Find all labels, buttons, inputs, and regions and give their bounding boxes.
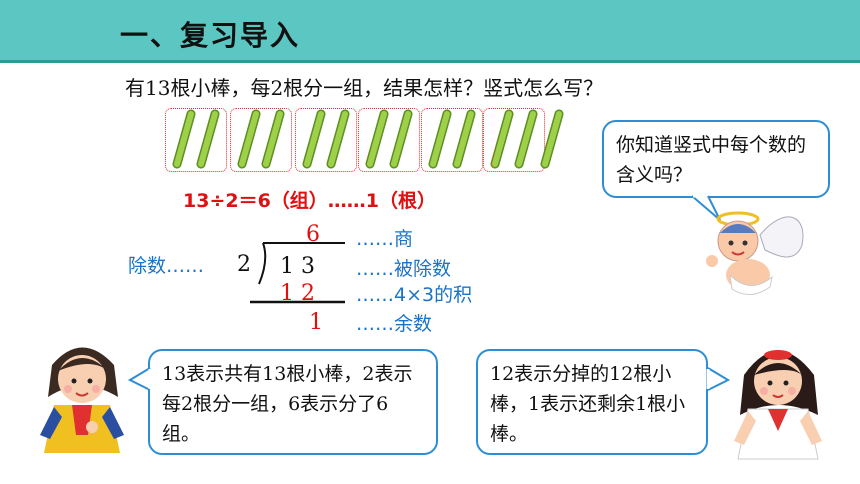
stick: [490, 109, 514, 169]
header-bar: [0, 0, 860, 60]
stick-group: [358, 108, 420, 172]
page-title: 一、复习导入: [120, 19, 301, 52]
bubble-text: 12表示分掉的12根小棒，1表示还剩余1根小棒。: [490, 363, 686, 445]
girl-illustration-right: [734, 350, 822, 460]
stick: [172, 109, 196, 169]
stick: [326, 109, 350, 169]
header-divider: [0, 60, 860, 63]
bubble-text: 13表示共有13根小棒，2表示每2根分一组，6表示分了6组。: [162, 363, 413, 445]
stick: [540, 109, 564, 169]
remainder-label: ……余数: [356, 313, 433, 335]
angel-illustration: [706, 211, 804, 295]
stick: [302, 109, 326, 169]
remainder: 1: [309, 310, 323, 335]
stick-group: [421, 108, 483, 172]
quotient-label: ……商: [356, 228, 414, 250]
speech-bubble-left: 13表示共有13根小棒，2表示每2根分一组，6表示分了6组。: [148, 349, 438, 455]
stick: [389, 109, 413, 169]
quotient: 6: [306, 222, 320, 247]
speech-bubble-right: 12表示分掉的12根小棒，1表示还剩余1根小棒。: [476, 349, 708, 455]
bubble-tail: [706, 367, 730, 391]
dividend: 1 3: [280, 254, 315, 279]
stick-group: [230, 108, 292, 172]
divisor: 2: [237, 252, 251, 277]
stick: [452, 109, 476, 169]
girl-illustration-left: [40, 347, 124, 453]
division-equation: 13÷2＝6（组）……1（根）: [183, 190, 437, 212]
question-text: 有13根小棒，每2根分一组，结果怎样？竖式怎么写？: [125, 76, 604, 100]
stick: [261, 109, 285, 169]
stick: [196, 109, 220, 169]
stick: [514, 109, 538, 169]
dividend-label: ……被除数: [356, 258, 452, 280]
stick: [237, 109, 261, 169]
stick-group: [295, 108, 357, 172]
bubble-tail: [128, 367, 152, 391]
stick-group: [165, 108, 227, 172]
product-label: ……4×3的积: [356, 284, 473, 306]
speech-bubble-angel: 你知道竖式中每个数的含义吗？: [602, 120, 830, 198]
sticks-svg: [172, 109, 564, 169]
stick: [365, 109, 389, 169]
stick-group: [483, 108, 545, 172]
division-bracket: [250, 242, 345, 304]
divisor-label: 除数……: [128, 255, 205, 277]
stick: [428, 109, 452, 169]
bubble-text: 你知道竖式中每个数的含义吗？: [616, 134, 807, 186]
